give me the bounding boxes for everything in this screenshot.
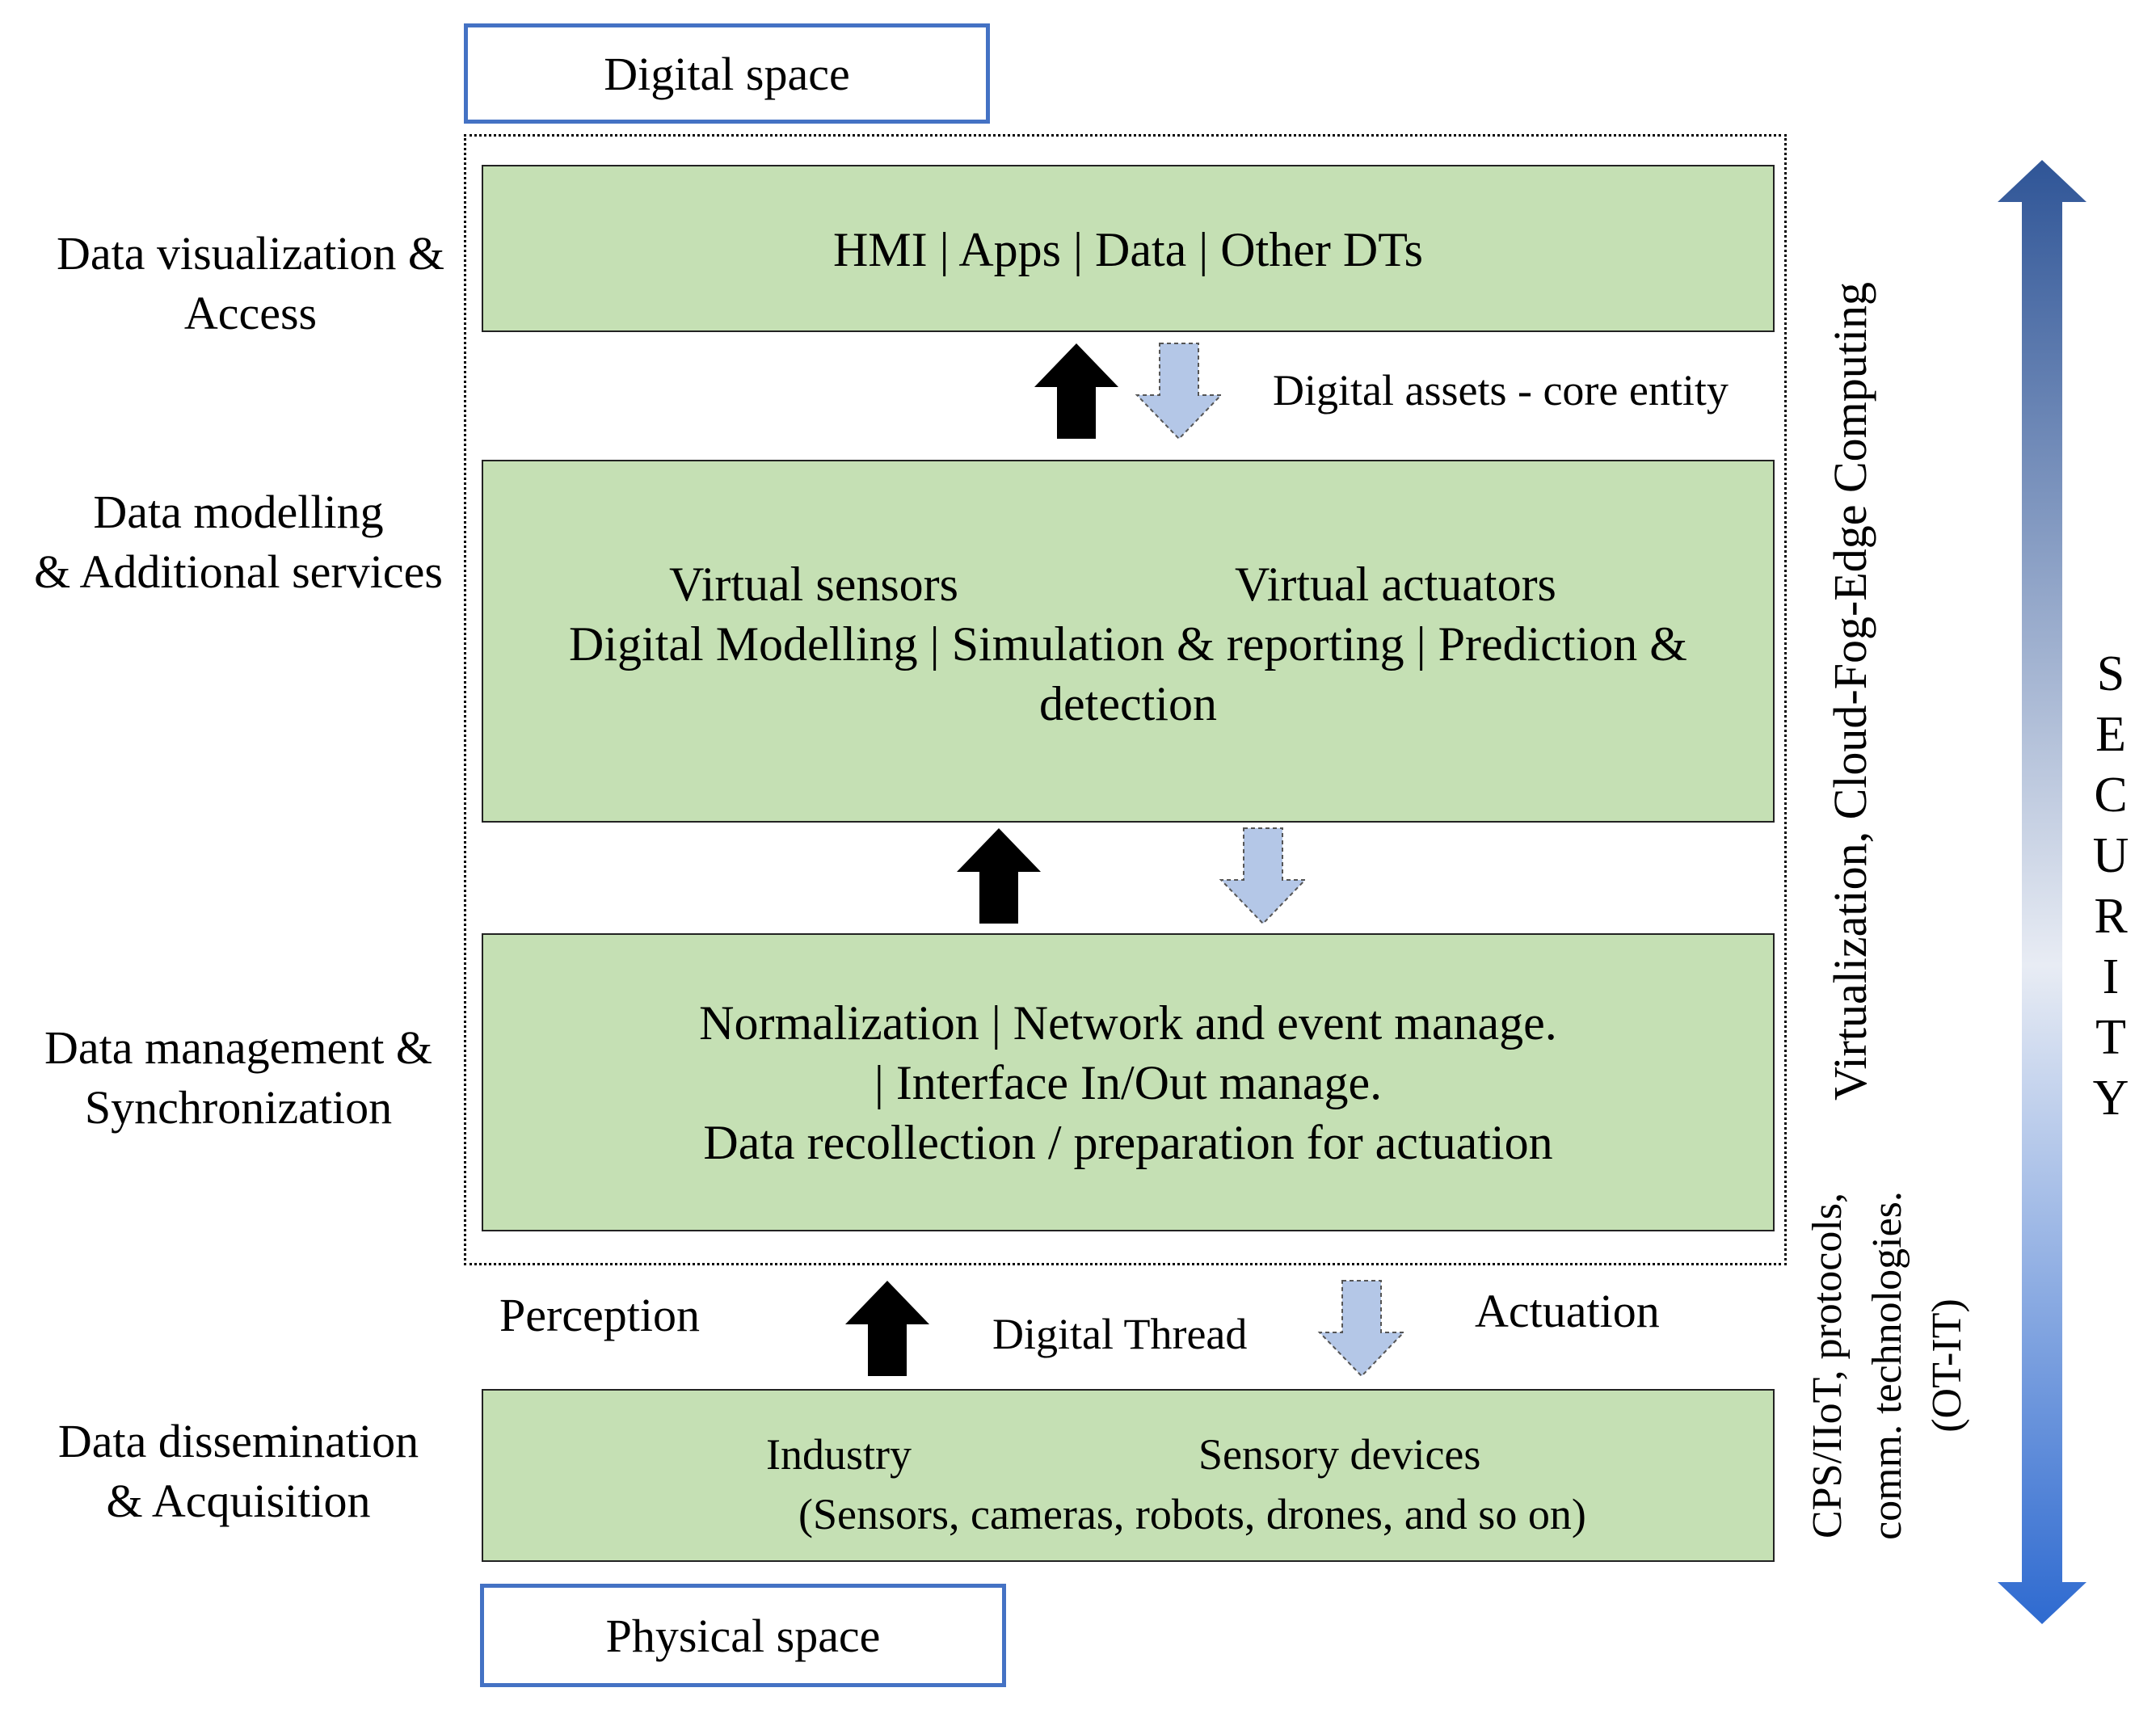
acquisition-layer: Industry Sensory devices (Sensors, camer… [482, 1389, 1775, 1562]
security-double-arrow [1998, 160, 2087, 1624]
left-label-acquisition: Data dissemination & Acquisition [57, 1415, 419, 1527]
digital-twin-frame [464, 134, 1787, 1265]
acquisition-line-2: (Sensors, cameras, robots, drones, and s… [798, 1490, 1586, 1538]
access-layer-text: HMI | Apps | Data | Other DTs [832, 223, 1424, 276]
management-layer: Normalization | Network and event manage… [482, 933, 1775, 1231]
modelling-line-2: Digital Modelling | Simulation & reporti… [569, 617, 1687, 671]
left-label-visualization: Data visualization & Access [57, 227, 444, 339]
cps-iiot-label: CPS/IIoT, protocols, comm. technologies.… [1804, 1191, 1970, 1540]
sensory-devices-text: Sensory devices [1198, 1430, 1481, 1479]
down-arrow-modelling [1219, 827, 1307, 925]
up-arrow-modelling [957, 828, 1041, 924]
digital-thread-label: Digital Thread [992, 1310, 1248, 1358]
virtualization-label: Virtualization, Cloud-Fog-Edge Computing [1824, 281, 1876, 1101]
access-layer: HMI | Apps | Data | Other DTs [482, 165, 1775, 332]
left-label-management: Data management & Synchronization [44, 1021, 432, 1134]
digital-assets-label: Digital assets - core entity [1273, 366, 1729, 415]
industry-text: Industry [766, 1430, 912, 1479]
virtual-sensors-text: Virtual sensors [669, 558, 959, 611]
up-arrow-perception [845, 1281, 929, 1376]
digital-space-label: Digital space [604, 47, 850, 100]
down-arrow-access [1135, 343, 1223, 440]
digital-space-box: Digital space [464, 23, 990, 124]
security-label: S E C U R I T Y [2092, 646, 2129, 1126]
management-line-2: | Interface In/Out manage. [874, 1056, 1383, 1109]
modelling-line-3: detection [1039, 677, 1217, 730]
virtual-actuators-text: Virtual actuators [1235, 558, 1556, 611]
management-line-1: Normalization | Network and event manage… [699, 996, 1557, 1050]
physical-space-label: Physical space [605, 1609, 881, 1662]
perception-label: Perception [499, 1289, 701, 1341]
down-arrow-actuation [1317, 1280, 1406, 1378]
up-arrow-access [1034, 343, 1118, 439]
management-line-3: Data recollection / preparation for actu… [703, 1116, 1553, 1169]
actuation-label: Actuation [1475, 1285, 1660, 1337]
left-label-modelling: Data modelling & Additional services [34, 486, 443, 598]
modelling-layer: Virtual sensors Virtual actuators Digita… [482, 460, 1775, 823]
physical-space-box: Physical space [480, 1584, 1006, 1687]
